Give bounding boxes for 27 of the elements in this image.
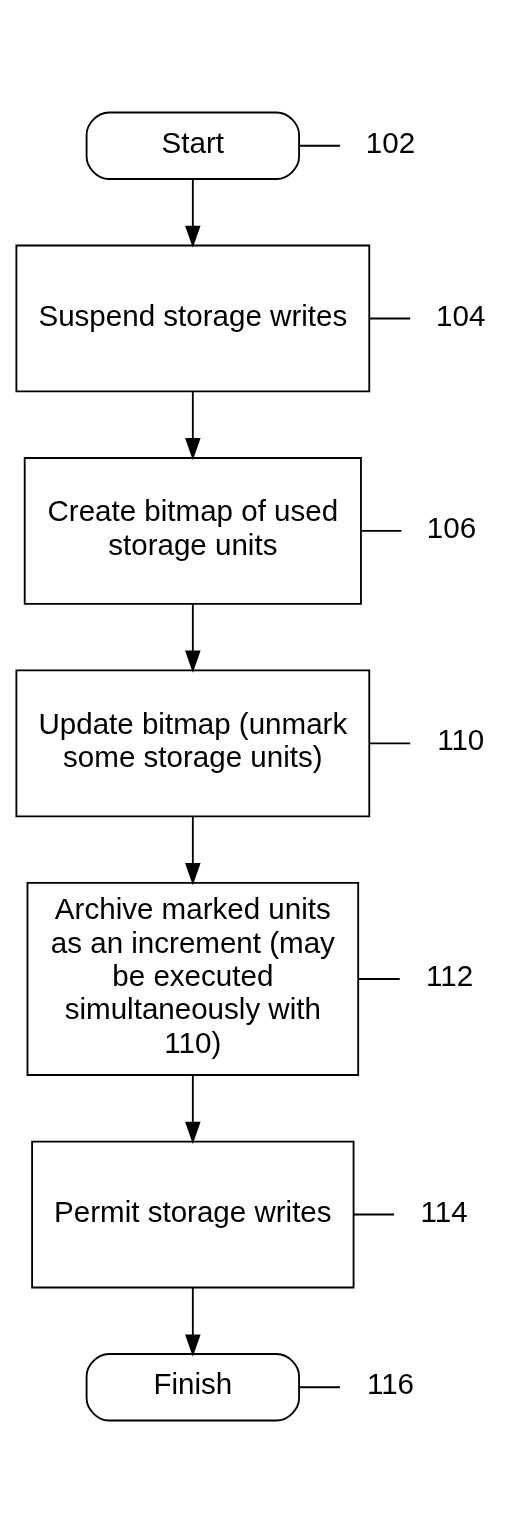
connector <box>352 1213 395 1216</box>
node-text: 116 <box>366 1367 414 1401</box>
node-text: 110 <box>436 723 484 757</box>
node-text: 112 <box>425 958 473 992</box>
connector <box>359 530 402 532</box>
connector <box>356 978 401 980</box>
arrow <box>184 603 201 673</box>
connector <box>297 1386 341 1389</box>
node-text: 104 <box>435 298 485 332</box>
node-box: Archive marked units as an increment (may be executed simultaneously with 110) <box>26 881 359 1076</box>
arrow <box>184 178 201 248</box>
connector <box>297 144 341 147</box>
node-box: Update bitmap (unmark some storage units) <box>14 669 370 818</box>
node-text: 106 <box>426 510 476 544</box>
arrow <box>184 1286 201 1357</box>
arrow <box>184 815 201 886</box>
node-box: Create bitmap of used storage units <box>23 457 362 605</box>
arrow <box>184 390 201 461</box>
node-box: Start <box>85 111 300 180</box>
connector <box>368 742 411 745</box>
node-text: 114 <box>420 1194 468 1228</box>
node-text: 102 <box>365 125 415 159</box>
node-box: Suspend storage writes <box>14 244 370 393</box>
node-box: Permit storage writes <box>30 1140 354 1289</box>
connector <box>368 317 411 320</box>
arrow <box>184 1074 201 1144</box>
node-box: Finish <box>85 1353 300 1422</box>
